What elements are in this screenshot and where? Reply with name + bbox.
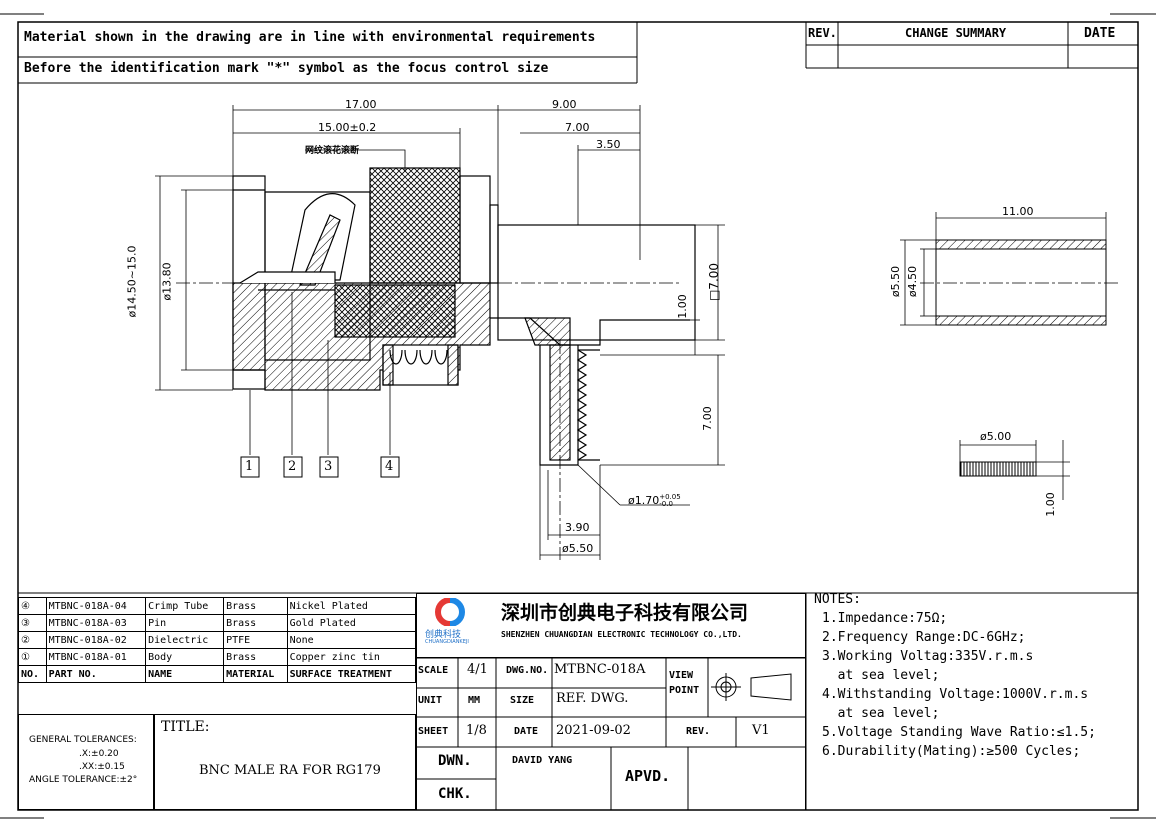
dwg-no-value: MTBNC-018A: [554, 662, 646, 677]
dim-dia-1-70: ø1.70+0.05-0.0: [628, 493, 681, 508]
scale-label: SCALE: [418, 665, 449, 676]
dim-dia-5-00: ø5.00: [980, 430, 1012, 443]
note-item: 2.Frequency Range:DC-6GHz;: [822, 630, 1026, 645]
rev-header: REV.: [808, 26, 837, 40]
dim-1-00: 1.00: [675, 294, 689, 319]
callout-2: 2: [288, 459, 297, 474]
note-item: 4.Withstanding Voltage:1000V.r.m.s: [822, 687, 1089, 702]
note-item: at sea level;: [822, 668, 940, 683]
logo-text: 创典科技: [425, 630, 462, 640]
dim-3-90: 3.90: [565, 521, 590, 534]
dim-square-7: □7.00: [707, 262, 722, 302]
callout-4: 4: [385, 459, 394, 474]
company-block: 创典科技 CHUANGDIANKEJI 深圳市创典电子科技有限公司 SHENZH…: [416, 593, 806, 658]
note-item: 1.Impedance:75Ω;: [822, 611, 948, 626]
sheet-value: 1/8: [466, 723, 487, 738]
crimp-sleeve-drawing: [900, 212, 1120, 326]
dwn-label: DWN.: [438, 753, 472, 769]
size-value: REF. DWG.: [556, 691, 629, 706]
note-item: at sea level;: [822, 706, 940, 721]
dim-9: 9.00: [552, 98, 577, 111]
dim-dia-4-50: ø4.50: [906, 265, 920, 298]
dim-dia-14-50: ø14.50~15.0: [125, 245, 139, 318]
dim-dia-5-50-bottom: ø5.50: [562, 542, 594, 555]
title-block-grid: [416, 658, 806, 810]
dwn-value: DAVID YANG: [512, 755, 573, 766]
title-label: TITLE:: [161, 719, 210, 735]
date-header: DATE: [1084, 26, 1116, 41]
dim-1-00-pin: 1.00: [1043, 492, 1057, 517]
dim-3-50: 3.50: [596, 138, 621, 151]
callout-3: 3: [324, 459, 333, 474]
dim-dia-5-50: ø5.50: [889, 265, 903, 298]
sheet-label: SHEET: [418, 726, 449, 737]
callout-1: 1: [245, 459, 254, 474]
dim-15: 15.00±0.2: [318, 121, 377, 134]
unit-label: UNIT: [418, 695, 443, 706]
company-logo-icon: [435, 598, 465, 626]
apvd-label: APVD.: [625, 767, 671, 785]
date-value: 2021-09-02: [556, 723, 631, 738]
connector-drawing: [176, 167, 696, 560]
note-item: 6.Durability(Mating):≥500 Cycles;: [822, 744, 1081, 759]
size-label: SIZE: [510, 695, 535, 706]
tolerance-box: GENERAL TOLERANCES: .X:±0.20 .XX:±0.15 A…: [18, 714, 154, 810]
chk-label: CHK.: [438, 786, 472, 802]
view-point-label: VIEW POINT: [669, 670, 700, 696]
knurl-note: 网纹滚花滚断: [305, 146, 360, 156]
dim-dia-13-80: ø13.80: [160, 262, 174, 301]
company-name-en: SHENZHEN CHUANGDIAN ELECTRONIC TECHNOLOG…: [501, 630, 742, 639]
logo-subtext: CHUANGDIANKEJI: [425, 639, 469, 645]
note-item: 3.Working Voltag:335V.r.m.s: [822, 649, 1034, 664]
dim-7-00-vertical: 7.00: [700, 406, 714, 431]
notes-block: NOTES: 1.Impedance:75Ω; 2.Frequency Rang…: [814, 590, 1096, 761]
title-value: BNC MALE RA FOR RG179: [199, 763, 381, 778]
dim-11-00: 11.00: [1002, 205, 1034, 218]
rev-label: REV.: [686, 726, 711, 737]
dim-7-top: 7.00: [565, 121, 590, 134]
company-name-cn: 深圳市创典电子科技有限公司: [501, 602, 749, 624]
notes-title: NOTES:: [814, 592, 861, 607]
header-line-2: Before the identification mark "*" symbo…: [24, 61, 549, 76]
dwg-no-label: DWG.NO.: [506, 665, 549, 676]
date-label: DATE: [514, 726, 539, 737]
scale-value: 4/1: [467, 662, 488, 677]
change-summary-header: CHANGE SUMMARY: [905, 26, 1007, 40]
rev-value: V1: [752, 723, 770, 738]
note-item: 5.Voltage Standing Wave Ratio:≤1.5;: [822, 725, 1096, 740]
header-line-1: Material shown in the drawing are in lin…: [24, 30, 596, 45]
knurl-pin-drawing: [959, 440, 1070, 500]
dim-17: 17.00: [345, 98, 377, 111]
title-box: TITLE: BNC MALE RA FOR RG179: [154, 714, 416, 810]
unit-value: MM: [468, 695, 481, 706]
